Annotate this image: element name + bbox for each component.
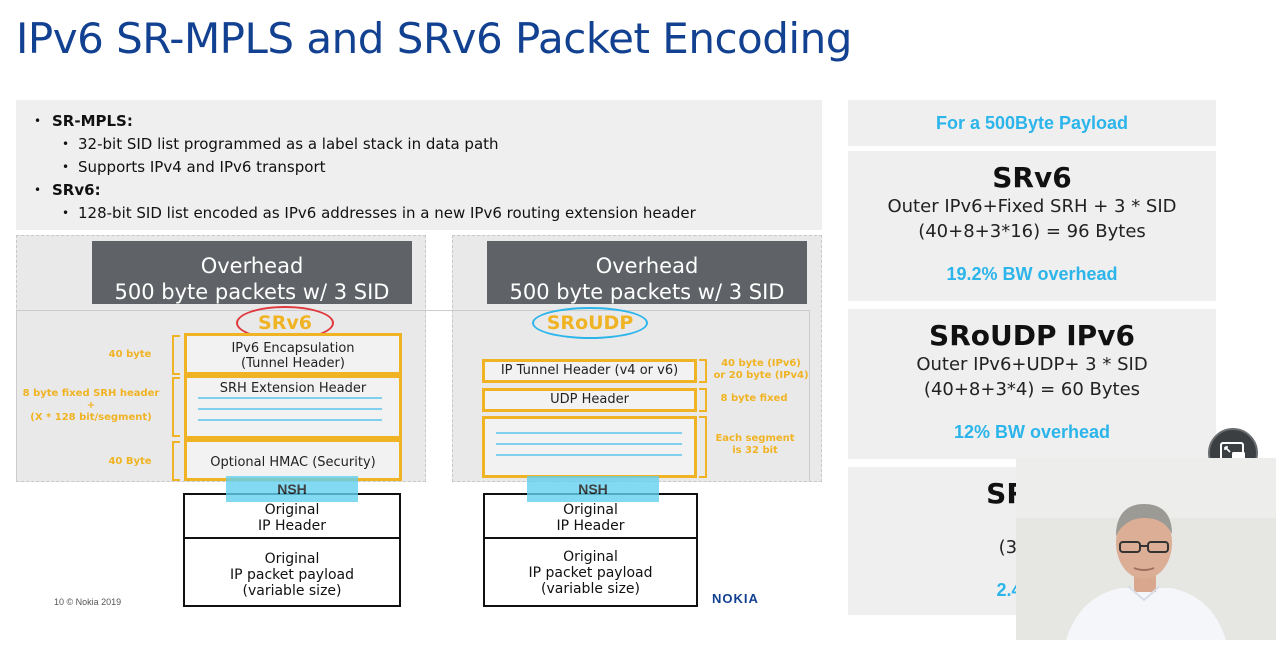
nokia-logo: NOKIA <box>712 591 759 606</box>
annot-text: 8 byte fixed SRH header <box>22 388 160 399</box>
summary-line: (40+8+3*16) = 96 Bytes <box>918 221 1146 242</box>
annot-text: Each segment <box>715 433 795 444</box>
box-text: Original <box>264 502 320 518</box>
sroudp-label: SRoUDP <box>532 307 648 339</box>
summary-line: (40+8+3*4) = 60 Bytes <box>923 379 1141 400</box>
payload-heading-panel: For a 500Byte Payload <box>848 100 1216 146</box>
summary-line: Outer IPv6+Fixed SRH + 3 * SID <box>887 196 1177 217</box>
payload-heading: For a 500Byte Payload <box>935 113 1129 133</box>
box-text: Original <box>264 551 320 567</box>
summary-title: SRoUDP IPv6 <box>929 319 1135 352</box>
overhead-title: Overhead <box>595 254 699 278</box>
annot-text: (X * 128 bit/segment) <box>30 412 152 423</box>
nsh-label-left: NSH <box>226 476 358 502</box>
sub-bullet: •Supports IPv4 and IPv6 transport <box>62 158 326 176</box>
orig-ip-header-left: Original IP Header <box>183 493 401 539</box>
bracket <box>699 416 707 478</box>
ip-tunnel-box: IP Tunnel Header (v4 or v6) <box>482 359 697 383</box>
annot-text: or 20 byte (IPv4) <box>713 370 809 381</box>
orig-payload-left: Original IP packet payload (variable siz… <box>183 537 401 607</box>
annot-40-byte-b: 40 Byte <box>108 456 152 467</box>
annot-text: 40 byte (IPv6) <box>721 358 801 369</box>
annot-40-byte: 40 byte <box>108 349 152 360</box>
annot-ip: 40 byte (IPv6) or 20 byte (IPv4) <box>709 358 813 382</box>
hmac-box: Optional HMAC (Security) <box>184 439 402 481</box>
box-text: Optional HMAC (Security) <box>210 455 376 470</box>
summary-title: SRv6 <box>992 161 1072 194</box>
box-text: Original <box>563 502 618 518</box>
overhead-subtitle: 500 byte packets w/ 3 SID <box>114 280 390 304</box>
sid-line <box>496 454 682 456</box>
sid-line <box>496 443 682 445</box>
sub-bullet: •128-bit SID list encoded as IPv6 addres… <box>62 204 696 222</box>
box-text: Original <box>563 549 618 565</box>
slide-footer: 10 © Nokia 2019 <box>54 597 122 607</box>
box-text: (variable size) <box>242 583 342 599</box>
sub-bullet: •32-bit SID list programmed as a label s… <box>62 135 499 153</box>
orig-payload-right: Original IP packet payload (variable siz… <box>483 537 698 607</box>
box-text: IP packet payload <box>528 565 653 581</box>
bullet-panel: •SR-MPLS: •32-bit SID list programmed as… <box>16 100 822 230</box>
overhead-title: Overhead <box>200 254 304 278</box>
box-text: IP packet payload <box>229 567 355 583</box>
overhead-box-right: Overhead 500 byte packets w/ 3 SID <box>487 241 807 304</box>
sid-list-box <box>482 416 697 478</box>
sid-line <box>198 408 382 410</box>
box-text: (variable size) <box>541 581 640 597</box>
sid-line <box>198 397 382 399</box>
sroudp-summary: SRoUDP IPv6 Outer IPv6+UDP+ 3 * SID (40+… <box>848 309 1216 459</box>
bracket <box>699 359 707 383</box>
speaker-video[interactable] <box>1016 458 1276 640</box>
annot-text: + <box>86 400 96 411</box>
sid-line <box>198 419 382 421</box>
annot-seg: Each segment is 32 bit <box>710 433 800 457</box>
box-text: (Tunnel Header) <box>241 356 345 371</box>
annot-text: is 32 bit <box>732 445 778 456</box>
bracket <box>172 441 180 481</box>
bracket <box>172 377 180 437</box>
udp-header-box: UDP Header <box>482 388 697 412</box>
nsh-label-right: NSH <box>527 476 659 502</box>
annot-srh: 8 byte fixed SRH header + (X * 128 bit/s… <box>16 388 166 424</box>
summary-bw: 19.2% BW overhead <box>946 264 1118 284</box>
summary-line: Outer IPv6+UDP+ 3 * SID <box>916 354 1148 375</box>
ipv6-encap-box: IPv6 Encapsulation (Tunnel Header) <box>184 333 402 375</box>
annot-udp: 8 byte fixed <box>720 393 788 404</box>
bullet-srv6: •SRv6: <box>34 181 101 199</box>
summary-bw: 12% BW overhead <box>953 422 1111 442</box>
box-text: IP Header <box>258 518 326 534</box>
srh-ext-box: SRH Extension Header <box>184 375 402 439</box>
diagram-lower-area <box>16 482 822 617</box>
slide-title: IPv6 SR-MPLS and SRv6 Packet Encoding <box>16 14 852 63</box>
bracket <box>172 335 180 375</box>
bracket <box>699 388 707 412</box>
overhead-subtitle: 500 byte packets w/ 3 SID <box>509 280 785 304</box>
overhead-box-left: Overhead 500 byte packets w/ 3 SID <box>92 241 412 304</box>
box-text: SRH Extension Header <box>219 381 367 396</box>
speaker-figure <box>1016 458 1276 640</box>
box-text: IP Header <box>556 518 625 534</box>
srv6-summary: SRv6 Outer IPv6+Fixed SRH + 3 * SID (40+… <box>848 151 1216 301</box>
bullet-sr-mpls: •SR-MPLS: <box>34 112 133 130</box>
sid-line <box>496 432 682 434</box>
box-text: IPv6 Encapsulation <box>231 341 355 356</box>
